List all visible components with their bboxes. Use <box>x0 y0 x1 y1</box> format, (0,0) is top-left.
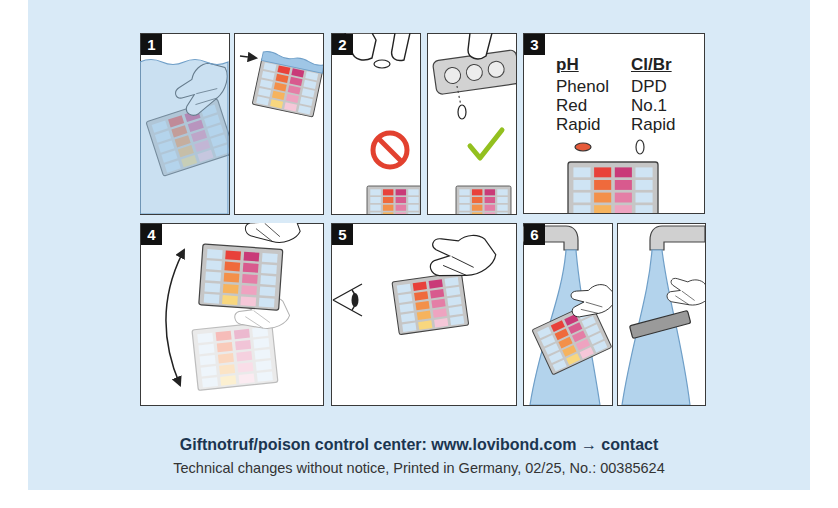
water-level <box>261 50 323 73</box>
drop-path <box>457 86 461 106</box>
callout-number: 3 <box>530 37 538 52</box>
hand <box>562 272 612 328</box>
check-mark <box>470 130 502 158</box>
panel-frames <box>141 33 706 406</box>
prohibition-bar <box>378 138 402 162</box>
water <box>140 60 228 215</box>
tablet <box>458 105 466 119</box>
callout-number: 6 <box>530 227 538 242</box>
step-number: 3 <box>524 34 545 55</box>
hand <box>662 269 705 314</box>
reagent-name: Phenol Red Rapid <box>556 77 620 134</box>
step-number: 4 <box>141 224 162 245</box>
step-number: 2 <box>332 34 353 55</box>
background-panel <box>28 0 810 490</box>
comparator <box>199 244 283 310</box>
step-number: 5 <box>332 224 353 245</box>
panel-frame <box>141 224 324 406</box>
eye-iris <box>352 293 359 307</box>
comparator <box>392 272 469 334</box>
comparator-filled <box>252 50 323 117</box>
reagent-name: DPD No.1 Rapid <box>631 77 695 134</box>
step-rinse <box>523 226 612 405</box>
step-tablets <box>568 140 658 214</box>
step-dip <box>140 54 229 214</box>
step-read <box>333 223 500 335</box>
panel-frame <box>141 34 230 215</box>
panel-frame <box>235 34 324 215</box>
step-blister <box>432 33 516 214</box>
reagent-heading: Cl/Br <box>631 55 695 74</box>
step-number: 1 <box>141 34 162 55</box>
tablet <box>374 60 390 68</box>
water-stream <box>622 250 690 405</box>
panel-frame <box>524 224 613 406</box>
callout-number: 5 <box>338 227 346 242</box>
shake-arrow <box>166 250 184 385</box>
pointer-arrow <box>240 56 256 58</box>
comparator <box>367 186 420 214</box>
hand <box>240 223 301 251</box>
thumb <box>468 33 492 59</box>
step-rinse-edge <box>622 226 705 405</box>
faucet <box>523 226 578 250</box>
print-note: Technical changes without notice, Printe… <box>28 458 810 478</box>
art-circle <box>444 66 462 84</box>
finger <box>392 33 410 61</box>
callout-number: 2 <box>338 37 346 52</box>
art-circle <box>487 60 505 78</box>
reagent-panel: pH Phenol Red Rapid Cl/BrDPD No.1 Rapid 3 <box>523 33 705 214</box>
art-circle <box>465 63 483 81</box>
prohibition-sign <box>373 133 407 167</box>
hand <box>419 223 499 293</box>
callout-number: 1 <box>147 37 155 52</box>
step-filled <box>240 50 323 117</box>
tablet-red <box>575 143 591 151</box>
comparator <box>456 186 511 214</box>
comparator <box>568 162 658 214</box>
step-shake <box>166 223 302 390</box>
step-no-touch <box>345 33 420 214</box>
art-use <box>192 322 278 391</box>
step-number: 6 <box>524 224 545 245</box>
poison-control-note: Giftnotruf/poison control center: www.lo… <box>28 435 810 455</box>
reagent-heading: pH <box>556 55 620 74</box>
callout-number: 4 <box>147 227 155 242</box>
tablet-white <box>636 140 644 154</box>
faucet <box>650 226 705 250</box>
panel-frame <box>618 224 706 406</box>
comparator-edge <box>629 310 690 338</box>
eye-lines <box>333 284 362 316</box>
